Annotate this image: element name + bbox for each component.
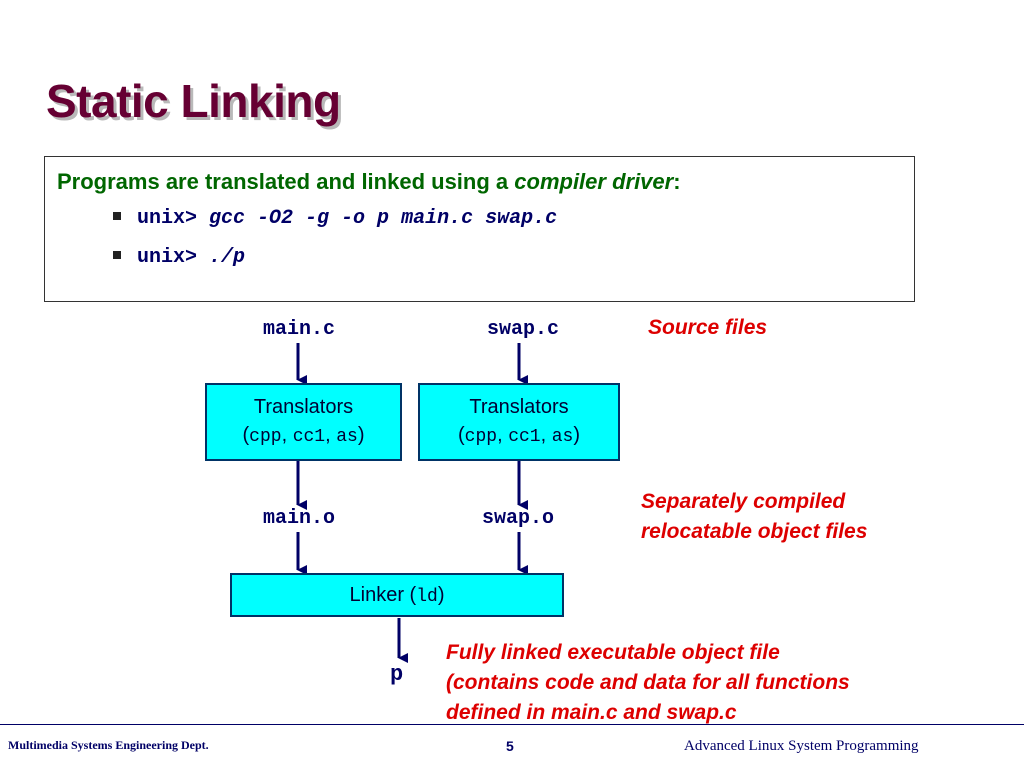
command-prompt: unix> xyxy=(137,207,198,230)
source-file-swap: swap.c xyxy=(487,318,560,341)
tool-cc1: cc1 xyxy=(508,427,541,447)
tool-as: as xyxy=(551,427,574,447)
paren-close: ) xyxy=(573,424,580,446)
tool-sep: , xyxy=(540,424,552,446)
tool-cpp: cpp xyxy=(464,427,498,447)
tool-ld: ld xyxy=(416,587,438,607)
slide-title: Static Linking xyxy=(46,75,341,127)
command-line-2: unix> ./p xyxy=(113,246,245,269)
lead-emphasis: compiler driver xyxy=(514,169,674,194)
lead-text: Programs are translated and linked using… xyxy=(57,169,681,195)
footer-divider xyxy=(0,724,1024,725)
tool-cc1: cc1 xyxy=(292,427,326,447)
linker-close: ) xyxy=(437,584,445,606)
footer-department: Multimedia Systems Engineering Dept. xyxy=(8,738,209,752)
lead-text-main: Programs are translated and linked using… xyxy=(57,169,515,194)
translator-title: Translators xyxy=(469,396,569,418)
tool-sep: , xyxy=(325,424,337,446)
note-exe-line-3: defined in main.c and swap.c xyxy=(446,701,737,724)
command-prompt: unix> xyxy=(137,246,198,269)
translator-tools: (cpp, cc1, as) xyxy=(207,421,400,451)
source-file-main: main.c xyxy=(263,318,336,341)
linker-label: Linker ( xyxy=(349,584,417,606)
note-source-files: Source files xyxy=(648,316,768,339)
translator-title: Translators xyxy=(253,396,354,418)
footer-course: Advanced Linux System Programming xyxy=(684,738,919,754)
page-number: 5 xyxy=(506,738,514,754)
object-file-swap: swap.o xyxy=(482,507,555,530)
translator-box-right: Translators (cpp, cc1, as) xyxy=(418,383,620,461)
executable-p: p xyxy=(390,662,404,687)
note-object-files: Separately compiled relocatable object f… xyxy=(641,487,867,547)
paren-open: ( xyxy=(242,424,250,446)
lead-suffix: : xyxy=(673,169,681,194)
command-text: ./p xyxy=(209,246,246,269)
translator-tools: (cpp, cc1, as) xyxy=(420,421,618,451)
bullet-icon xyxy=(113,211,121,220)
tool-sep: , xyxy=(281,424,293,446)
note-object-line-1: Separately compiled xyxy=(641,490,846,513)
paren-open: ( xyxy=(457,424,465,446)
linker-box: Linker (ld) xyxy=(230,573,564,617)
command-line-1: unix> gcc -O2 -g -o p main.c swap.c xyxy=(113,207,557,230)
command-box: Programs are translated and linked using… xyxy=(44,156,915,302)
note-object-line-2: relocatable object files xyxy=(641,520,868,543)
tool-sep: , xyxy=(497,424,509,446)
command-text: gcc -O2 -g -o p main.c swap.c xyxy=(209,207,558,230)
translator-box-left: Translators (cpp, cc1, as) xyxy=(205,383,402,461)
object-file-main: main.o xyxy=(263,507,336,530)
note-exe-line-2: (contains code and data for all function… xyxy=(446,671,850,694)
note-executable: Fully linked executable object file (con… xyxy=(446,638,850,728)
bullet-icon xyxy=(113,250,121,259)
note-exe-line-1: Fully linked executable object file xyxy=(446,641,780,664)
paren-close: ) xyxy=(357,424,365,446)
tool-as: as xyxy=(336,427,358,447)
tool-cpp: cpp xyxy=(249,427,282,447)
